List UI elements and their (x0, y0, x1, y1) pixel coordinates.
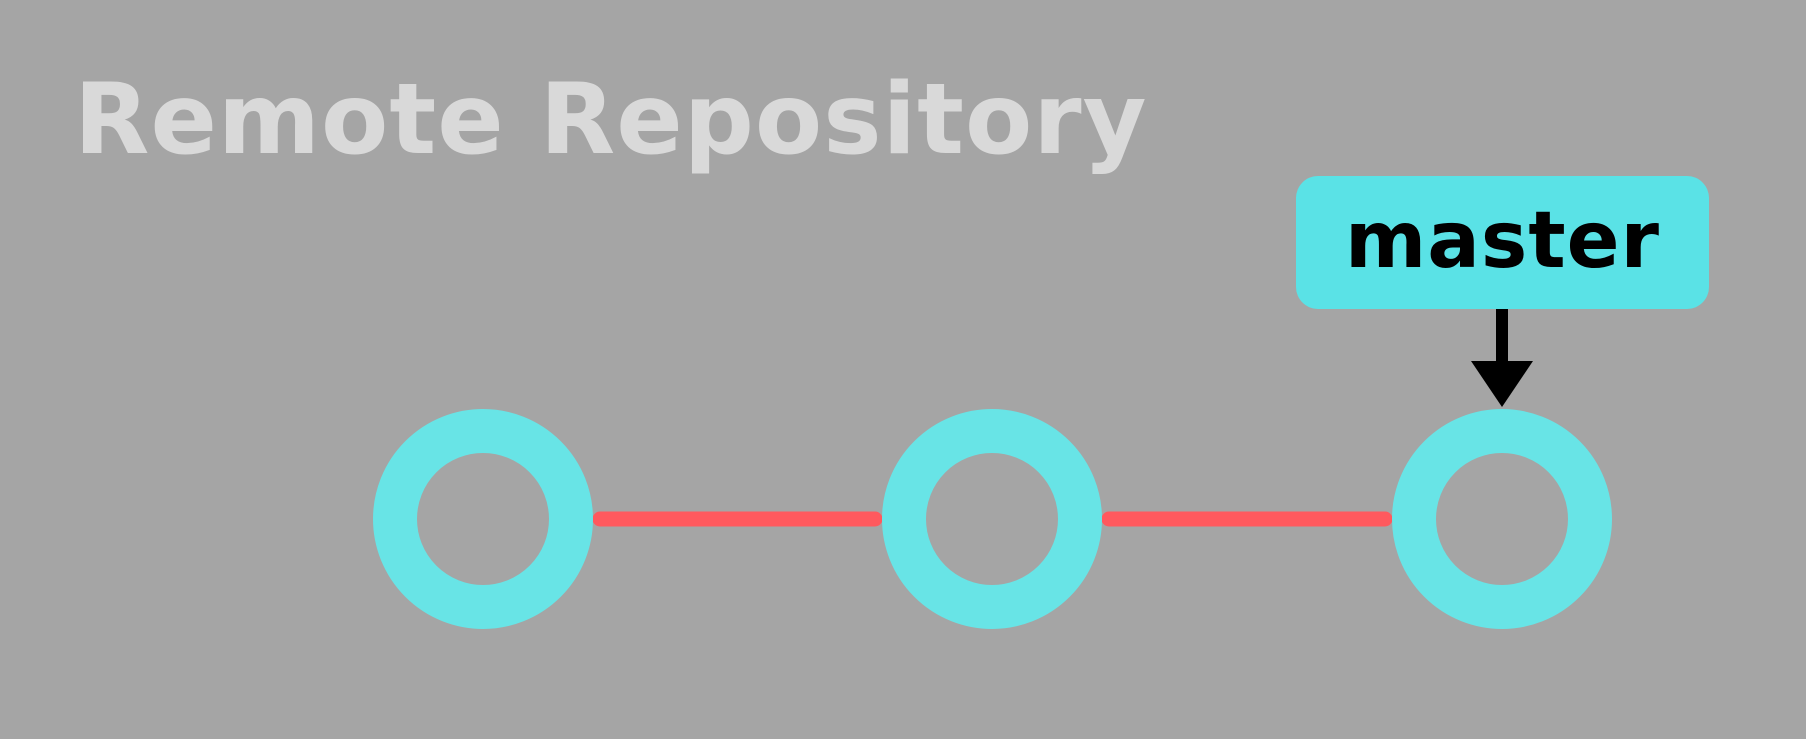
commits (373, 409, 1612, 629)
commit-node-1[interactable] (373, 409, 593, 629)
branch-pointer-arrow-icon (1471, 307, 1533, 407)
branch-label-master[interactable]: master (1296, 176, 1709, 309)
commit-node-2[interactable] (882, 409, 1102, 629)
commit-node-3[interactable] (1392, 409, 1612, 629)
page-title: Remote Repository (74, 63, 1148, 177)
branch-label-text: master (1345, 195, 1660, 286)
